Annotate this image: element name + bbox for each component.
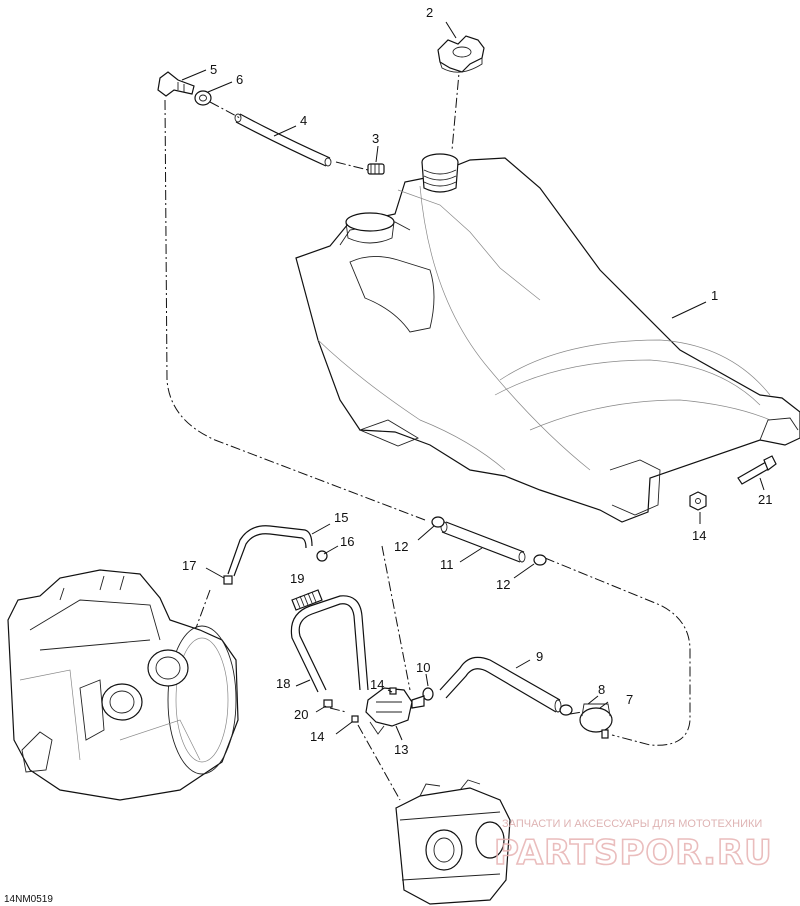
carburetor-assembly: [395, 779, 511, 905]
bolt-21: [737, 455, 777, 485]
callout-8: 8: [598, 682, 605, 697]
vent-fitting: [367, 163, 385, 175]
fitting-17: [223, 575, 233, 585]
hose-18: [290, 595, 369, 693]
watermark-tagline: ЗАПЧАСТИ И АКСЕССУАРЫ ДЛЯ МОТОТЕХНИКИ: [502, 818, 762, 830]
clamp-12-upper: [431, 516, 445, 528]
callout-17: 17: [182, 558, 196, 573]
callout-3: 3: [372, 131, 379, 146]
callout-14c: 14: [310, 729, 324, 744]
fuel-filter: [579, 703, 613, 739]
hose-15: [227, 525, 313, 577]
callout-20: 20: [294, 707, 308, 722]
elbow-fitting: [157, 71, 195, 97]
fuel-pump: [365, 687, 425, 735]
nut-14-right: [689, 491, 707, 511]
callout-7: 7: [626, 692, 633, 707]
callout-14a: 14: [692, 528, 706, 543]
hose-11: [440, 521, 526, 563]
engine-assembly: [7, 569, 239, 801]
callout-16: 16: [340, 534, 354, 549]
clamp-10: [422, 687, 434, 701]
callout-12b: 12: [496, 577, 510, 592]
fuel-cap: [437, 35, 485, 73]
watermark: ЗАПЧАСТИ И АКСЕССУАРЫ ДЛЯ МОТОТЕХНИКИ PA…: [493, 818, 773, 874]
callout-9: 9: [536, 649, 543, 664]
clamp-8: [559, 704, 573, 716]
callouts: 1 2 3 4 5 6 7 8 9 10 11 12 12 13 14 14 1…: [182, 5, 772, 757]
figure-id: 14NM0519: [4, 894, 53, 905]
callout-2: 2: [426, 5, 433, 20]
fitting-14-lower: [351, 715, 359, 723]
clamp-16: [316, 550, 328, 562]
clamp-12-lower: [533, 554, 547, 566]
callout-14b: 14: [370, 677, 384, 692]
watermark-logo: PARTSPOR.RU: [494, 833, 773, 873]
assembly-lines: [164, 61, 691, 801]
fuel-tank: [295, 153, 800, 523]
callout-5: 5: [210, 62, 217, 77]
callout-4: 4: [300, 113, 307, 128]
callout-12a: 12: [394, 539, 408, 554]
check-valve: [194, 90, 212, 106]
callout-1: 1: [711, 288, 718, 303]
vent-hose: [234, 113, 332, 167]
callout-6: 6: [236, 72, 243, 87]
callout-18: 18: [276, 676, 290, 691]
fuel-hose-9: [439, 656, 562, 713]
fitting-20: [323, 699, 333, 708]
callout-21: 21: [758, 492, 772, 507]
callout-13: 13: [394, 742, 408, 757]
callout-19: 19: [290, 571, 304, 586]
spring-sleeve: [291, 589, 323, 611]
callout-11: 11: [440, 557, 454, 572]
leader-lines: [181, 21, 765, 741]
callout-10: 10: [416, 660, 430, 675]
callout-15: 15: [334, 510, 348, 525]
